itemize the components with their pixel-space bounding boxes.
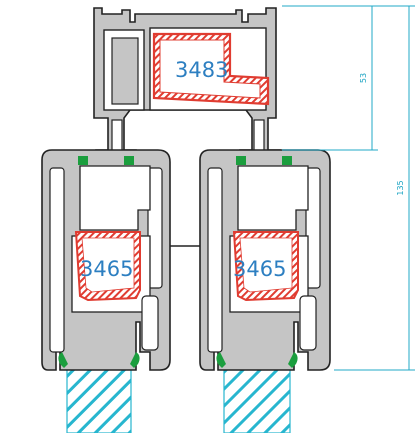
- gasket: [216, 352, 226, 368]
- dimension-lines: [282, 5, 415, 371]
- dimension-135-label: 135: [396, 180, 405, 195]
- gasket: [124, 156, 134, 165]
- gasket: [78, 156, 88, 165]
- gasket: [58, 352, 68, 368]
- frame-profile: [93, 7, 281, 161]
- gaskets: [58, 156, 298, 368]
- dimension-53-label: 53: [359, 73, 368, 83]
- frame-part-label: 3483: [175, 58, 228, 82]
- right-sash-profile: [199, 149, 331, 371]
- gasket: [288, 352, 298, 368]
- right-sash-part-label: 3465: [233, 257, 286, 281]
- left-sash-part-label: 3465: [80, 257, 133, 281]
- left-sash-profile: [41, 149, 171, 371]
- gasket: [130, 352, 140, 368]
- gasket: [282, 156, 292, 165]
- gasket: [236, 156, 246, 165]
